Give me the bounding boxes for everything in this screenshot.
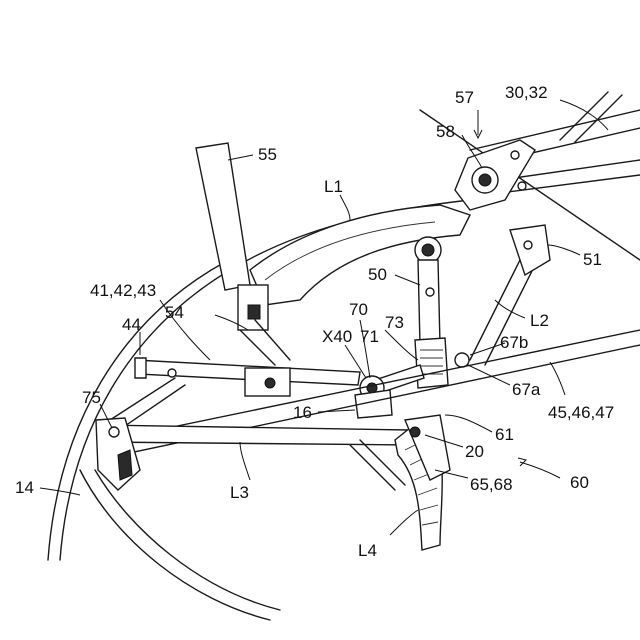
label-L3: L3 [230,483,249,502]
pivot-58-inner [479,174,491,186]
leader-73 [385,330,418,360]
label-71: 71 [360,327,379,346]
rail-45 [110,330,640,440]
label-70: 70 [349,300,368,319]
pin-51 [524,241,532,249]
pin-54 [265,378,275,388]
upper-rail-1 [470,110,640,150]
label-20: 20 [465,442,484,461]
label-75: 75 [82,388,101,407]
pivot-67 [455,353,469,367]
label-16: 16 [293,403,312,422]
outer-frame-arc-inner [48,262,225,560]
pin-upper-right-2 [518,182,526,190]
label-14: 14 [15,478,34,497]
label-54: 54 [165,303,184,322]
leader-16 [318,410,355,412]
label-L4: L4 [358,541,377,560]
label-65-68: 65,68 [470,475,513,494]
leader-45 [550,362,565,395]
leader-50 [395,275,420,285]
foot-75-slot [118,450,132,480]
label-58: 58 [436,122,455,141]
label-30-32: 30,32 [505,83,548,102]
label-73: 73 [385,313,404,332]
housing-73 [415,338,448,388]
rail-41-end [135,358,146,378]
arrow-60 [518,458,526,466]
leader-61 [445,415,492,432]
label-55: 55 [258,145,277,164]
inner-frame-arc [95,470,280,610]
leader-60 [520,462,560,478]
pin-75 [109,427,119,437]
label-51: 51 [583,250,602,269]
pivot-50-top-inner [422,244,434,256]
label-67a: 67a [512,380,541,399]
link-50 [418,260,440,345]
label-44: 44 [122,315,141,334]
link-L3 [100,425,410,445]
leader-30 [560,100,608,130]
label-45-46-47: 45,46,47 [548,403,614,422]
leader-L1 [340,195,350,220]
label-57: 57 [455,88,474,107]
leader-51 [548,245,580,255]
pin-20 [410,427,420,437]
post-55 [196,143,250,290]
label-L1: L1 [324,177,343,196]
pin-upper-right-1 [511,151,519,159]
leader-L3 [240,442,250,480]
post-55-slot [248,305,260,319]
label-61: 61 [495,425,514,444]
label-60: 60 [570,473,589,492]
leader-14 [40,488,80,495]
label-L2: L2 [530,311,549,330]
leader-L4 [390,510,418,535]
label-50: 50 [368,265,387,284]
leader-55 [228,155,253,160]
strut-54 [240,330,275,365]
pin-50 [426,288,434,296]
pin-44 [168,369,176,377]
label-41-42-43: 41,42,43 [90,281,156,300]
label-67b: 67b [500,333,528,352]
label-X40: X40 [322,327,352,346]
strut-54b [255,320,290,360]
leader-67a [468,365,510,385]
